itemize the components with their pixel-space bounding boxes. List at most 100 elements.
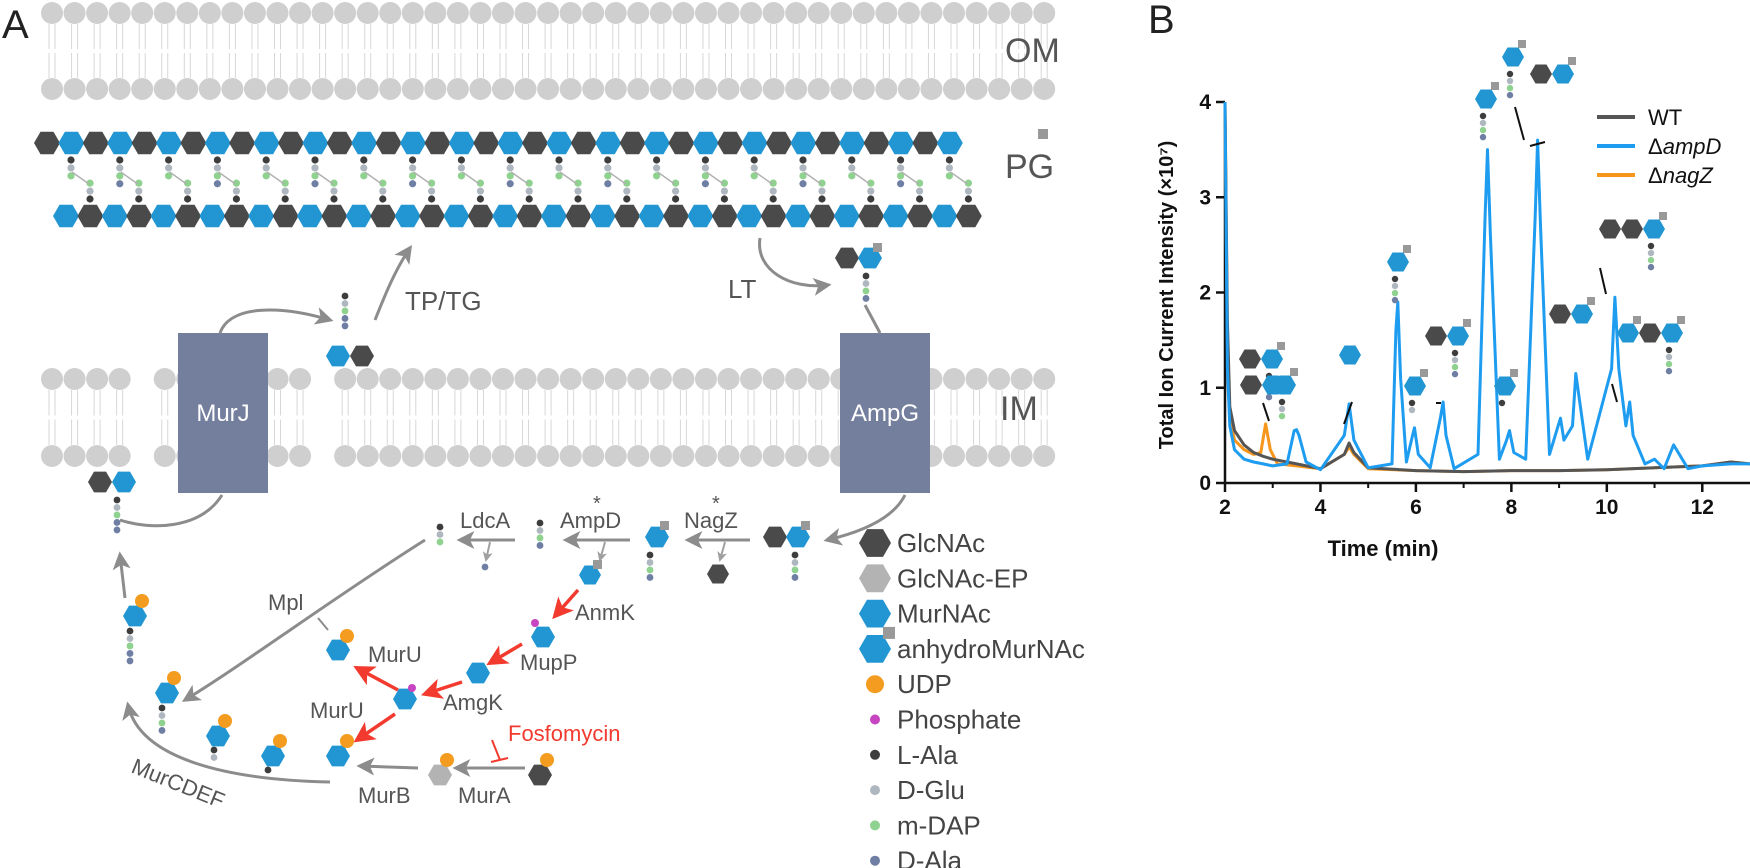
legend-label-dglu: D-Glu	[897, 775, 965, 805]
m-dap-dot	[281, 179, 289, 187]
label-muru-top: MurU	[368, 642, 422, 667]
annot-glcnac-hex	[1425, 326, 1447, 346]
l-ala-dot	[135, 195, 143, 203]
lipid-head	[379, 368, 402, 390]
arrow-ampg-out	[823, 494, 907, 546]
arrow-lt	[758, 237, 832, 296]
l-ala-dot	[848, 156, 856, 164]
lipid-head	[41, 78, 63, 100]
glcnac-hex	[77, 204, 104, 228]
d-ala-dot	[158, 727, 166, 734]
crosslink	[364, 171, 383, 185]
murnac-hex	[786, 526, 810, 548]
d-ala-dot	[1479, 133, 1487, 141]
udp-dot	[273, 734, 287, 748]
crosslink	[71, 171, 90, 185]
lipid-head	[627, 368, 650, 390]
lipid-head	[334, 368, 357, 390]
annot-anhydro-hex	[1274, 375, 1296, 395]
annot-glcnac-hex	[1621, 219, 1643, 239]
murnac-hex	[531, 626, 555, 648]
lipid-head	[289, 2, 312, 24]
d-ala-dot	[126, 650, 134, 657]
d-glu-dot	[1391, 282, 1399, 290]
anhydro-tag	[1463, 319, 1471, 327]
crosslink	[657, 171, 676, 185]
d-glu-dot	[409, 164, 417, 172]
annot-leader	[1599, 267, 1607, 295]
m-dap-dot	[672, 179, 680, 187]
l-ala-dot	[653, 156, 661, 164]
l-ala-dot	[720, 195, 729, 203]
x-axis-label: Time (min)	[1328, 536, 1439, 561]
anhydro-tag	[1568, 57, 1576, 65]
d-glu-dot	[1451, 356, 1459, 364]
murnac-hex	[107, 131, 134, 155]
lipid-head	[469, 445, 492, 467]
m-dap-dot	[436, 538, 444, 546]
anhydro-tag	[883, 626, 895, 639]
m-dap-dot	[799, 172, 807, 180]
udp-dot	[340, 629, 354, 643]
lipid-head	[424, 368, 447, 390]
annot-anhydro-hex	[1447, 326, 1469, 346]
lipid-head	[559, 78, 582, 100]
d-glu-dot	[281, 187, 289, 195]
legend-label-prefix: Δ	[1648, 163, 1663, 188]
lipid-head	[492, 445, 514, 467]
d-glu-dot	[476, 187, 484, 195]
glcnac-hex	[350, 345, 374, 367]
anhydro-tag	[1510, 369, 1518, 377]
lipid-head	[694, 78, 717, 100]
lipid-head	[153, 445, 176, 467]
lipid-head	[266, 368, 289, 390]
d-ala-dot	[604, 180, 612, 188]
annot-anhydro-hex	[1387, 252, 1409, 272]
glcnac-hex	[663, 204, 689, 228]
annot-leader	[1343, 401, 1353, 425]
lipid-head	[379, 78, 402, 100]
d-glu-dot	[213, 164, 221, 172]
murnac-hex	[101, 204, 128, 228]
m-dap-dot	[311, 172, 319, 180]
l-ala-dot	[623, 195, 631, 203]
murnac-hex	[248, 204, 275, 228]
glcnac-hex	[321, 204, 348, 228]
lipid-head	[356, 368, 379, 390]
m-dap-dot	[525, 179, 533, 187]
glcnac-hex	[326, 131, 353, 155]
lipid-head	[717, 368, 740, 390]
murnac-hex	[150, 204, 177, 228]
d-ala-dot	[646, 574, 654, 581]
l-ala-dot	[341, 292, 349, 300]
lipid-head	[1033, 2, 1056, 24]
lipid-head	[1033, 368, 1056, 390]
lipid-head	[604, 445, 627, 467]
lipid-head	[131, 78, 154, 100]
arrow-anmk	[552, 588, 580, 620]
lipid-head	[176, 78, 199, 100]
lipid-head	[604, 368, 627, 390]
lipid-head	[86, 368, 109, 390]
d-glu-dot	[646, 559, 654, 566]
legend: GlcNAcGlcNAc-EPMurNAcanhydroMurNAcUDPPho…	[859, 528, 1085, 868]
lipid-head	[762, 78, 785, 100]
annot-glcnac-hex	[1240, 375, 1262, 395]
lipid-head	[1010, 368, 1033, 390]
m-dap-dot	[916, 179, 924, 187]
murnac-hex	[589, 204, 616, 228]
d-glu-dot	[525, 187, 533, 195]
lipid-head	[1010, 2, 1033, 24]
legend-label-prefix: Δ	[1648, 134, 1663, 159]
m-dap-dot	[646, 566, 654, 574]
pathway-molecules	[88, 243, 882, 786]
panel-b-letter: B	[1148, 0, 1175, 42]
lipid-head	[988, 368, 1011, 390]
lipid-head	[334, 78, 357, 100]
udp-dot	[167, 671, 181, 685]
label-ldca: LdcA	[460, 508, 510, 533]
glcnac-hex	[516, 204, 543, 228]
anhydro-tag	[1038, 129, 1048, 139]
murnac-hex	[204, 131, 231, 155]
